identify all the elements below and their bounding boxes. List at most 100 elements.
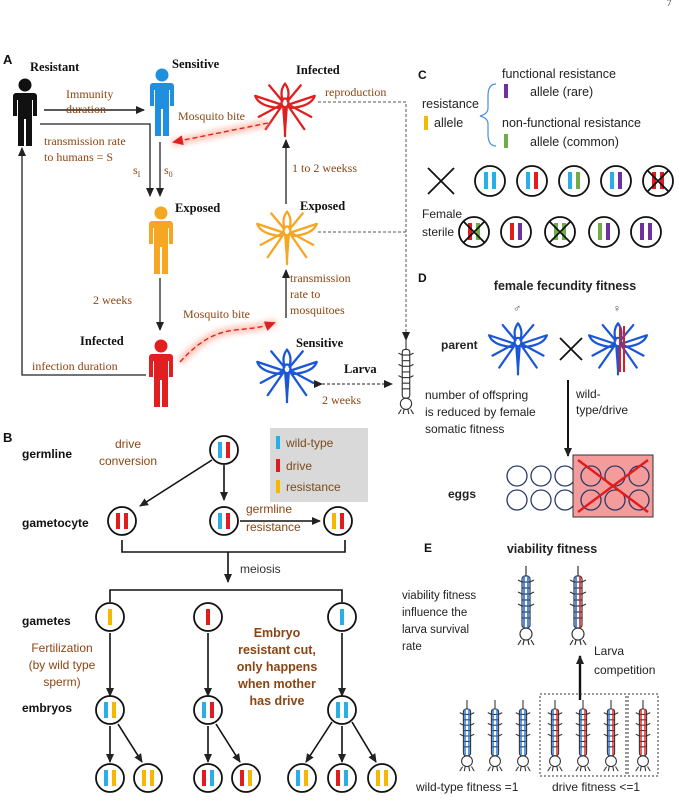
infected-human-icon — [149, 339, 173, 407]
genotype-c7 — [500, 216, 532, 248]
infected-mosquito-label: Infected — [296, 63, 340, 77]
meiosis-bracket-bottom — [109, 589, 343, 602]
influence-line4: rate — [402, 641, 422, 653]
offspring-5 — [287, 763, 317, 793]
embryo-cut-line4: when mother — [237, 677, 316, 691]
immunity-line1: Immunity — [66, 87, 113, 101]
offspring-4 — [231, 763, 261, 793]
panel-e-title: viability fitness — [507, 542, 597, 556]
nonfunctional-swatch — [504, 134, 508, 148]
exposed-human-icon — [149, 206, 173, 274]
drive-fitness-label: drive fitness <=1 — [552, 780, 640, 794]
page-number: 7 — [667, 0, 672, 8]
larva-bottom-4 — [547, 700, 563, 772]
panel-e-label: E — [424, 541, 432, 555]
infection-duration-arrow — [18, 147, 146, 376]
fertilization-line2: (by wild type — [29, 658, 96, 672]
genotype-c10 — [630, 216, 662, 248]
gamete-drive — [193, 602, 223, 632]
panel-b-label: B — [3, 430, 12, 445]
meiosis-label: meiosis — [240, 562, 281, 576]
genotype-c8-sterile — [544, 216, 576, 248]
influence-line1: viability fitness — [402, 590, 476, 602]
legend-wild-type-label: wild-type — [285, 436, 334, 450]
functional-line2: allele (rare) — [530, 85, 593, 99]
gametocyte-label: gametocyte — [22, 516, 89, 530]
offspring-6 — [327, 763, 357, 793]
larva-icon — [397, 340, 415, 415]
legend-drive-swatch — [276, 459, 280, 472]
embryo-wild-resistance — [95, 695, 125, 725]
panel-a: A Resistant Sensitive Infected Immunity … — [3, 52, 415, 415]
genotype-c1 — [474, 165, 506, 197]
bite-bottom-arrow — [179, 321, 276, 363]
offspring-3 — [193, 763, 223, 793]
transmission-mosq-line3: mosquitoes — [290, 303, 345, 317]
wild-type-drive-line1: wild- — [575, 387, 601, 401]
eggs-wild-type — [506, 465, 576, 511]
gametocyte-wild-drive — [209, 506, 239, 536]
eggs-label: eggs — [448, 487, 476, 501]
resistance-allele-line2: allele — [434, 116, 463, 130]
gametocyte-resistance-drive — [323, 506, 353, 536]
legend-resistance-label: resistance — [286, 480, 341, 494]
nonfunctional-line1: non-functional resistance — [502, 116, 641, 130]
larva-bottom-6 — [603, 700, 619, 772]
genotype-c9 — [588, 216, 620, 248]
infected-mosquito-icon — [254, 82, 316, 138]
transmission-mosq-line1: transmission — [290, 271, 351, 285]
wild-type-drive-line2: type/drive — [576, 403, 628, 417]
genotype-c6-sterile — [458, 216, 490, 248]
embryo-cut-line3: only happens — [237, 660, 318, 674]
exposed-mosquito-label: Exposed — [300, 199, 345, 213]
sensitive-mosquito-icon — [256, 348, 318, 404]
legend-resistance-swatch — [276, 480, 280, 493]
bite-top-label: Mosquito bite — [178, 109, 245, 123]
panel-c-label: C — [418, 68, 427, 82]
offspring-2 — [133, 763, 163, 793]
larva-competition-line1: Larva — [594, 644, 624, 658]
legend-drive-label: drive — [286, 459, 312, 473]
female-sterile-line1: Female — [422, 207, 462, 221]
female-drive-marker — [619, 326, 625, 372]
embryo-wild-drive — [193, 695, 223, 725]
panel-b: B germline drive conversion wild-type dr… — [3, 428, 397, 793]
embryos-label: embryos — [22, 701, 72, 715]
germline-resistance-line2: resistance — [246, 520, 301, 534]
genotype-c2 — [516, 165, 548, 197]
resistance-allele-swatch — [424, 116, 428, 130]
drive-conversion-line2: conversion — [99, 454, 157, 468]
exposed-human-label: Exposed — [175, 201, 220, 215]
genotype-c5-sterile — [642, 165, 674, 197]
fertilization-line1: Fertilization — [31, 641, 92, 655]
gametes-label: gametes — [22, 614, 71, 628]
two-weeks-left-label: 2 weeks — [93, 293, 132, 307]
resistant-label: Resistant — [30, 60, 80, 74]
drive-conversion-line1: drive — [115, 437, 141, 451]
transmission-mosq-line2: rate to — [290, 287, 320, 301]
panel-d: D female fecundity fitness ♂ ♀ parent nu… — [418, 271, 654, 518]
influence-line2: influence the — [402, 607, 467, 619]
larva-bottom-5 — [575, 700, 591, 772]
reproduction-arrow — [318, 101, 410, 341]
germline-resistance-line1: germline — [246, 502, 292, 516]
male-symbol: ♂ — [513, 303, 521, 315]
embryo-cut-line1: Embryo — [254, 626, 301, 640]
s1-label: sI — [133, 163, 141, 179]
resistant-exposed-arrow — [40, 123, 154, 197]
influence-line3: larva survival — [402, 624, 469, 636]
allele-legend-box — [270, 428, 368, 502]
larva-bottom-7 — [635, 700, 651, 772]
infected-human-label: Infected — [80, 334, 124, 348]
offspring-7 — [367, 763, 397, 793]
larva-bottom-1 — [459, 700, 475, 772]
offspring-line2: is reduced by female — [425, 405, 536, 419]
resistant-human-icon — [13, 78, 37, 146]
embryo-cut-line5: has drive — [250, 694, 305, 708]
nonfunctional-line2: allele (common) — [530, 135, 619, 149]
embryo-cut-line2: resistant cut, — [238, 643, 316, 657]
bite-bottom-label: Mosquito bite — [183, 307, 250, 321]
embryo-wild-wild — [327, 695, 357, 725]
panel-a-label: A — [3, 52, 13, 67]
